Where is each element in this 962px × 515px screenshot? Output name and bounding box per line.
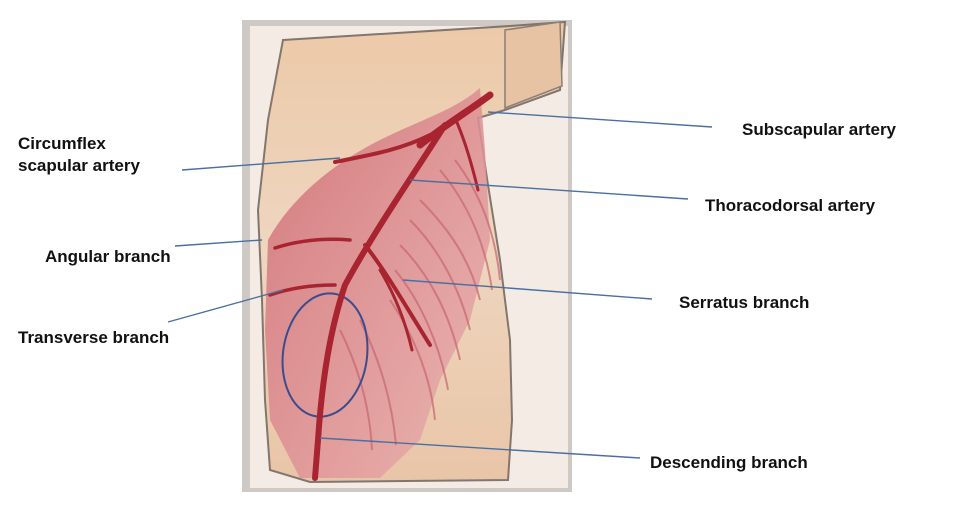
label-angular-branch: Angular branch (45, 246, 171, 268)
label-subscapular-artery: Subscapular artery (742, 119, 896, 141)
label-circumflex-scapular-artery: Circumflex scapular artery (18, 133, 140, 177)
label-serratus-branch: Serratus branch (679, 292, 809, 314)
label-descending-branch: Descending branch (650, 452, 808, 474)
label-circumflex-line2: scapular artery (18, 155, 140, 177)
label-circumflex-line1: Circumflex (18, 133, 140, 155)
label-thoracodorsal-artery: Thoracodorsal artery (705, 195, 875, 217)
label-transverse-branch: Transverse branch (18, 327, 169, 349)
